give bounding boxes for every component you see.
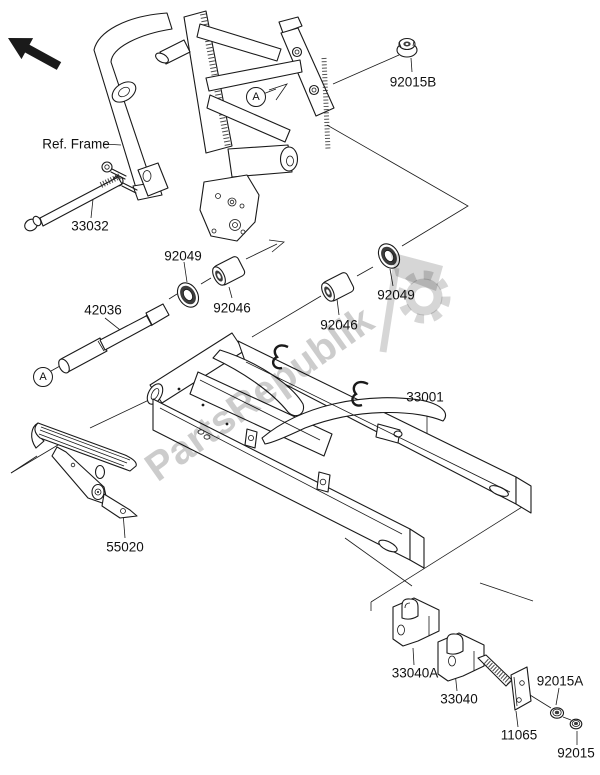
part-33001-swingarm <box>146 332 532 569</box>
part-55020-chain-guard <box>31 422 138 519</box>
match-marker-A-1: A <box>246 87 266 107</box>
frame-drawing <box>93 10 335 242</box>
part-label-92015A[interactable]: 92015A <box>536 673 584 689</box>
part-33040A-adjuster <box>392 597 440 647</box>
part-label-11065[interactable]: 11065 <box>500 727 538 743</box>
part-label-92046-2[interactable]: 92046 <box>320 317 358 333</box>
part-label-92015B[interactable]: 92015B <box>389 74 437 90</box>
part-label-33032[interactable]: 33032 <box>71 218 109 234</box>
part-label-92046-1[interactable]: 92046 <box>213 300 251 316</box>
part-label-92049-1[interactable]: 92049 <box>164 248 202 264</box>
match-marker-A-2: A <box>33 367 53 387</box>
leader-lines <box>10 54 578 745</box>
view-direction-arrow-icon <box>8 38 62 70</box>
part-92046-bushing-1 <box>212 256 246 286</box>
part-label-33040[interactable]: 33040 <box>440 691 478 707</box>
part-11065-plate <box>510 666 532 711</box>
part-92015B-nut <box>396 37 418 58</box>
part-92015A-nut <box>549 707 565 719</box>
part-92015-nut <box>569 718 583 730</box>
part-label-ref-frame: Ref. Frame <box>42 136 110 152</box>
watermark-logo-icon <box>379 252 451 353</box>
part-33032-pivot-bolt <box>24 173 123 232</box>
part-92046-bushing-2 <box>321 272 355 302</box>
part-92049-seal-2 <box>377 243 401 269</box>
part-label-55020[interactable]: 55020 <box>106 539 144 555</box>
part-92049-seal-1 <box>176 282 200 308</box>
part-label-33001[interactable]: 33001 <box>406 389 444 405</box>
part-label-92049-2[interactable]: 92049 <box>377 287 415 303</box>
part-label-92015[interactable]: 92015 <box>557 745 595 761</box>
part-label-33040A[interactable]: 33040A <box>391 665 439 681</box>
part-42036-sleeve <box>58 303 170 374</box>
part-33040-adjuster <box>437 632 513 687</box>
part-label-42036[interactable]: 42036 <box>84 302 122 318</box>
